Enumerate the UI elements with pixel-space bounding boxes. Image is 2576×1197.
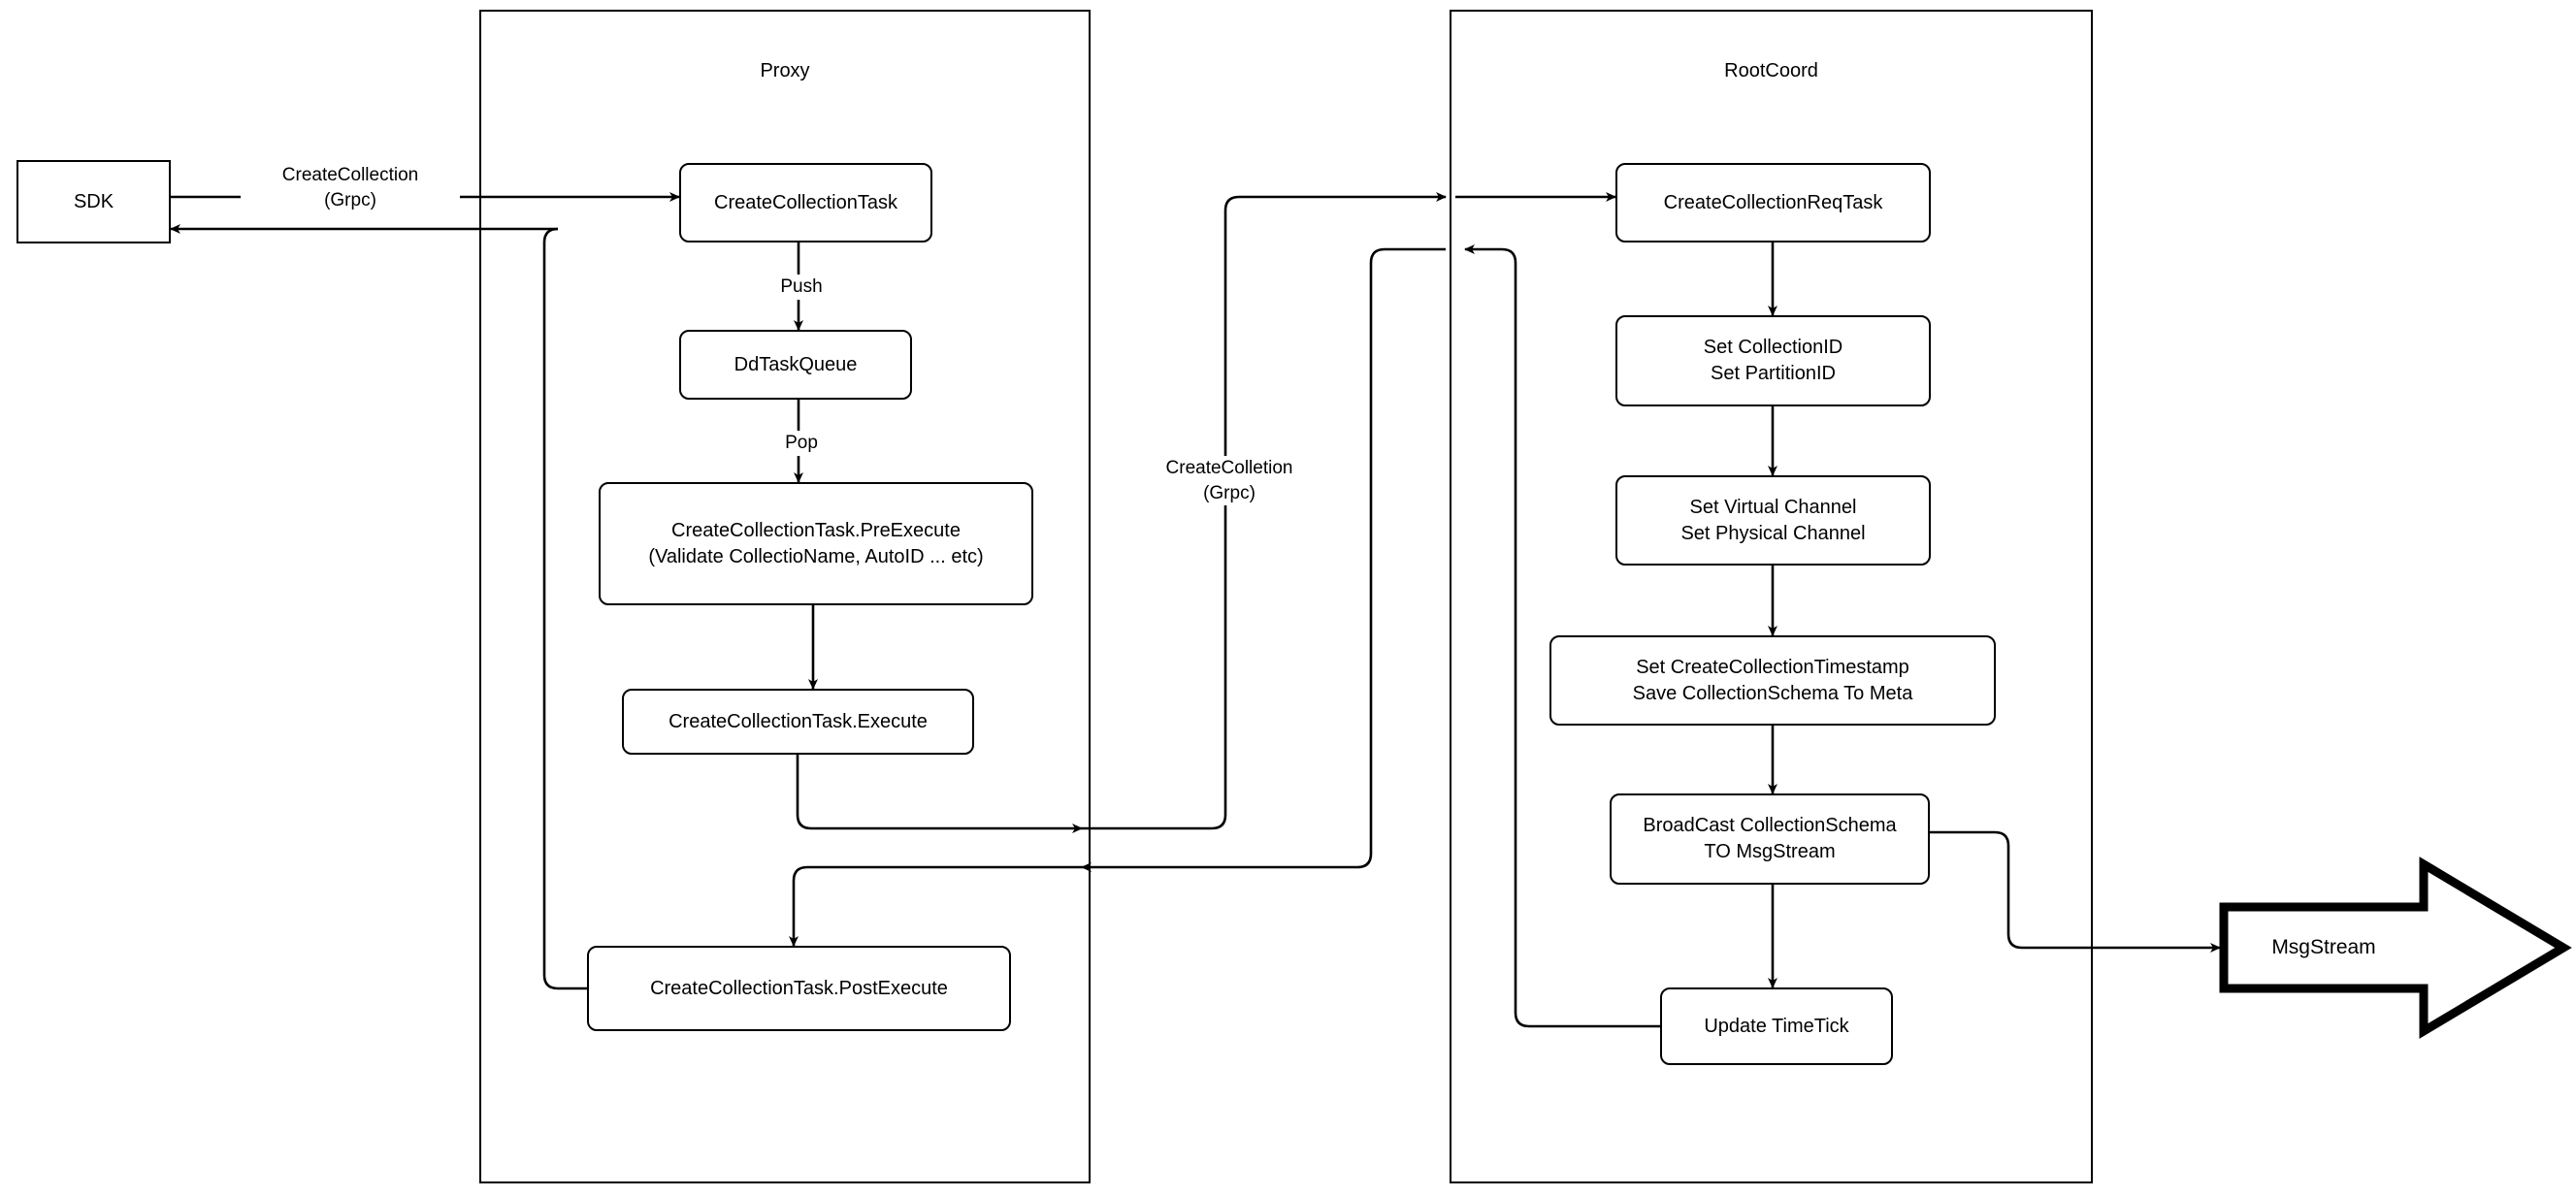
node-set-timestamp[interactable]: Set CreateCollectionTimestamp Save Colle…: [1549, 635, 1996, 726]
node-broadcast-line1: BroadCast CollectionSchema: [1643, 815, 1897, 836]
node-set-ids-line1: Set CollectionID: [1703, 337, 1843, 358]
node-update-timetick[interactable]: Update TimeTick: [1660, 987, 1893, 1065]
node-set-channel[interactable]: Set Virtual Channel Set Physical Channel: [1615, 475, 1931, 566]
node-set-timestamp-line2: Save CollectionSchema To Meta: [1632, 682, 1913, 704]
node-pre-execute-line2: (Validate CollectioName, AutoID ... etc): [648, 545, 984, 567]
lane-rootcoord-title: RootCoord: [1724, 60, 1818, 81]
edge-rootcoord-request-bus: [1082, 192, 1447, 830]
edge-reply-bus-to-proxy: [1081, 247, 1446, 872]
edge-timetick-reply-up: [1464, 244, 1660, 1028]
msgstream-block-arrow[interactable]: [2219, 857, 2572, 1039]
edge-broadcast-to-msgstream: [1930, 830, 2221, 953]
node-broadcast-line2: TO MsgStream: [1704, 841, 1836, 862]
node-create-collection-req-task[interactable]: CreateCollectionReqTask: [1615, 163, 1931, 243]
node-sdk[interactable]: SDK: [16, 160, 171, 243]
edge-reply-to-postexecute: [789, 865, 1082, 947]
lane-rootcoord: [1450, 10, 2093, 1183]
edge-label-sdk-to-proxy: CreateCollection (Grpc): [241, 163, 460, 213]
edge-postexecute-to-return: [542, 227, 587, 990]
node-execute[interactable]: CreateCollectionTask.Execute: [622, 689, 974, 755]
node-set-timestamp-line1: Set CreateCollectionTimestamp: [1636, 656, 1909, 678]
edge-label-pop: Pop: [769, 431, 833, 456]
node-broadcast[interactable]: BroadCast CollectionSchema TO MsgStream: [1610, 793, 1930, 885]
lane-proxy: [479, 10, 1091, 1183]
node-msgstream-label: MsgStream: [2271, 936, 2376, 958]
node-set-ids[interactable]: Set CollectionID Set PartitionID: [1615, 315, 1931, 406]
node-create-collection-task[interactable]: CreateCollectionTask: [679, 163, 932, 243]
edge-label-proxy-to-rootcoord-line2: (Grpc): [1203, 482, 1255, 503]
edge-label-proxy-to-rootcoord: CreateColletion (Grpc): [1133, 456, 1325, 506]
edge-label-push: Push: [765, 275, 838, 300]
edge-label-sdk-to-proxy-line2: (Grpc): [324, 189, 376, 210]
edge-label-proxy-to-rootcoord-line1: CreateColletion: [1165, 458, 1293, 478]
lane-proxy-title: Proxy: [760, 60, 810, 81]
node-set-channel-line1: Set Virtual Channel: [1689, 496, 1857, 518]
node-dd-task-queue[interactable]: DdTaskQueue: [679, 330, 912, 400]
edge-label-sdk-to-proxy-line1: CreateCollection: [281, 165, 419, 185]
node-pre-execute[interactable]: CreateCollectionTask.PreExecute (Validat…: [599, 482, 1033, 605]
node-pre-execute-line1: CreateCollectionTask.PreExecute: [671, 519, 961, 541]
edge-exec-to-rootcoord: [796, 755, 1083, 833]
node-post-execute[interactable]: CreateCollectionTask.PostExecute: [587, 946, 1011, 1031]
node-set-ids-line2: Set PartitionID: [1711, 363, 1836, 384]
node-set-channel-line2: Set Physical Channel: [1680, 522, 1866, 544]
